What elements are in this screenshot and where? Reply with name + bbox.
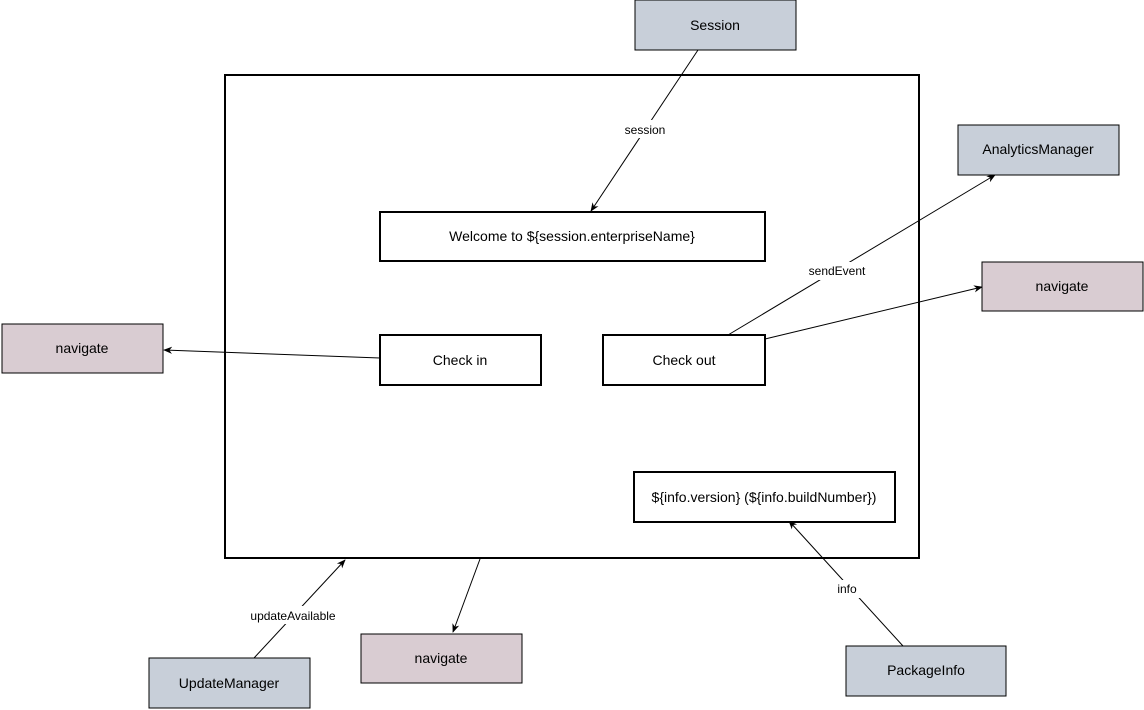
edge-labels: session sendEvent updateAvailable info [242, 120, 873, 624]
package-info-node: PackageInfo [845, 645, 1007, 697]
version-text: ${info.version} (${info.buildNumber}) [652, 489, 877, 505]
welcome-text: Welcome to ${session.enterpriseName} [449, 228, 695, 244]
edge-label-info: info [837, 582, 857, 596]
navigate-bottom-label: navigate [415, 650, 468, 666]
analytics-manager-node-label: AnalyticsManager [982, 141, 1094, 157]
check-in-label: Check in [433, 352, 487, 368]
package-info-node-label: PackageInfo [887, 662, 965, 678]
navigate-bottom-node: navigate [360, 633, 523, 684]
session-node: Session [634, 0, 797, 51]
edge-checkin-to-navigate-left [163, 346, 381, 359]
edge-screen-to-navigate-bottom [452, 558, 481, 633]
update-manager-node-label: UpdateManager [179, 675, 280, 691]
edge-checkout-to-navigate-right [764, 285, 983, 340]
welcome-text-box: Welcome to ${session.enterpriseName} [379, 211, 766, 262]
check-out-button[interactable]: Check out [602, 334, 766, 386]
navigate-right-label: navigate [1036, 278, 1089, 294]
navigate-left-label: navigate [56, 340, 109, 356]
edge-label-session: session [625, 123, 666, 137]
edge-checkout-to-analytics [727, 174, 996, 336]
navigate-left-node: navigate [1, 323, 164, 374]
update-manager-node: UpdateManager [148, 657, 311, 709]
analytics-manager-node: AnalyticsManager [957, 124, 1120, 176]
edge-label-send-event: sendEvent [809, 264, 866, 278]
check-in-button[interactable]: Check in [379, 334, 542, 386]
navigate-right-node: navigate [981, 261, 1144, 312]
session-node-label: Session [690, 17, 740, 33]
edge-label-update-available: updateAvailable [250, 609, 336, 623]
version-text-box: ${info.version} (${info.buildNumber}) [633, 471, 896, 523]
check-out-label: Check out [652, 352, 715, 368]
